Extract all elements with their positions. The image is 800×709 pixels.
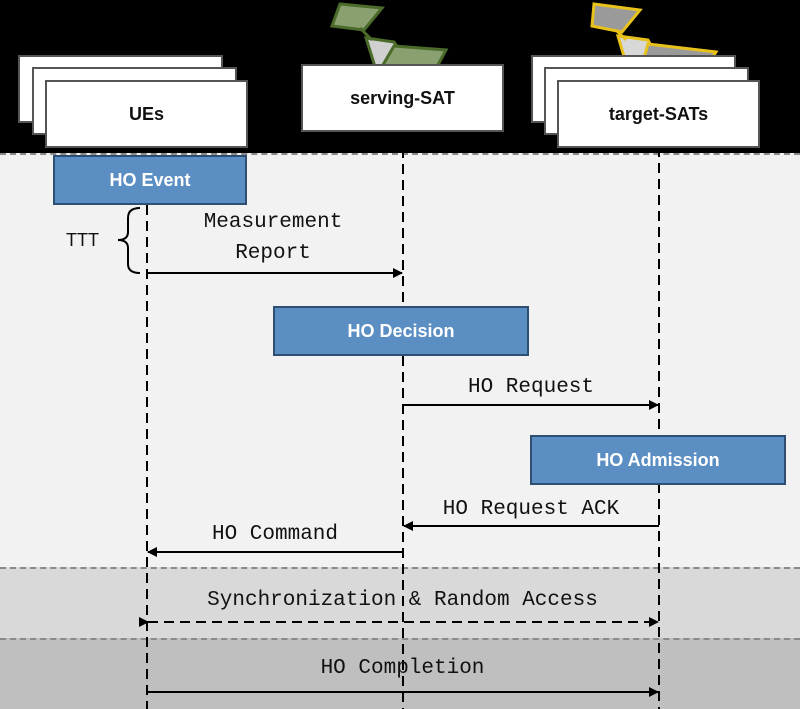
serving-sat-actor: serving-SAT <box>301 64 504 132</box>
ttt-brace <box>117 207 141 274</box>
ho-request-label: HO Request <box>467 376 595 399</box>
serving-sat-label: serving-SAT <box>350 87 455 108</box>
sync-random-access-label: Synchronization & Random Access <box>207 589 598 612</box>
ttt-label: TTT <box>66 230 99 250</box>
ho-completion-label: HO Completion <box>320 657 485 680</box>
ues-label: UEs <box>128 103 164 124</box>
ho-request-ack-label: HO Request ACK <box>442 498 620 521</box>
ues-actor: UEs <box>45 80 248 148</box>
ho-command-label: HO Command <box>211 523 339 546</box>
target-sats-actor: target-SATs <box>557 80 760 148</box>
measurement-report-label-line1: Measurement <box>203 211 343 234</box>
signaling-phase-band <box>0 153 800 567</box>
ho-admission-box: HO Admission <box>530 435 786 485</box>
completion-phase-band <box>0 638 800 709</box>
ho-event-label: HO Event <box>109 169 191 190</box>
measurement-report-label-line2: Report <box>235 242 311 265</box>
ho-decision-label: HO Decision <box>347 320 455 341</box>
ho-decision-box: HO Decision <box>273 306 529 356</box>
ho-admission-label: HO Admission <box>596 449 720 470</box>
target-sats-label: target-SATs <box>608 103 709 124</box>
ho-event-box: HO Event <box>53 155 247 205</box>
